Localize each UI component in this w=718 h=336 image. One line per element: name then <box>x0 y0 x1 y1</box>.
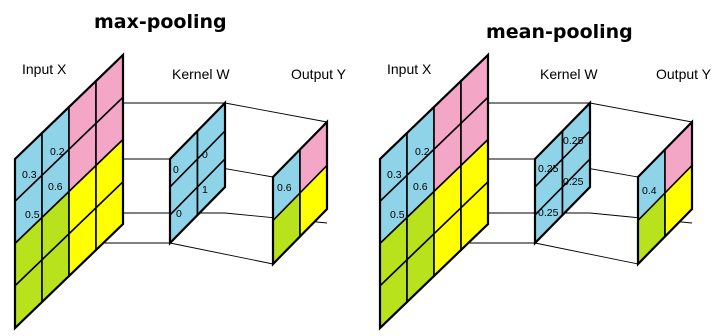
output-grid <box>636 119 694 267</box>
kernel-grid <box>533 100 592 246</box>
input-value: 0.6 <box>48 181 63 193</box>
input-value: 0.5 <box>390 209 405 221</box>
kernel-label: Kernel W <box>540 66 598 82</box>
output-label: Output Y <box>291 66 347 82</box>
kernel-grid <box>168 100 227 246</box>
output-grid <box>271 119 329 267</box>
input-value: 0.2 <box>415 146 430 158</box>
kernel-value: 0.25 <box>563 176 584 188</box>
kernel-value: 0.25 <box>563 135 584 147</box>
panel-title: mean-pooling <box>486 21 633 43</box>
output-value: 0.6 <box>277 182 292 194</box>
input-label: Input X <box>22 61 67 77</box>
grid-outline <box>13 52 125 331</box>
kernel-label: Kernel W <box>172 66 230 82</box>
input-value: 0.2 <box>50 146 65 158</box>
grid-outline <box>271 119 329 267</box>
kernel-value: 0.25 <box>538 163 559 175</box>
grid-outline <box>168 100 227 246</box>
input-value: 0.3 <box>22 169 37 181</box>
grid-outline <box>533 100 592 246</box>
input-grid <box>13 52 125 331</box>
output-label: Output Y <box>656 66 712 82</box>
kernel-value: 0.25 <box>538 207 559 219</box>
input-label: Input X <box>387 61 432 77</box>
panel-title: max-pooling <box>94 11 227 33</box>
grid-outline <box>378 52 490 331</box>
kernel-value: 0 <box>202 149 208 161</box>
input-value: 0.3 <box>387 169 402 181</box>
input-value: 0.5 <box>25 209 40 221</box>
grid-outline <box>636 119 694 267</box>
input-value: 0.6 <box>413 181 428 193</box>
output-value: 0.4 <box>642 185 657 197</box>
kernel-value: 1 <box>202 184 208 196</box>
input-grid <box>378 52 490 331</box>
kernel-value: 0 <box>173 164 179 176</box>
kernel-value: 0 <box>176 208 182 220</box>
